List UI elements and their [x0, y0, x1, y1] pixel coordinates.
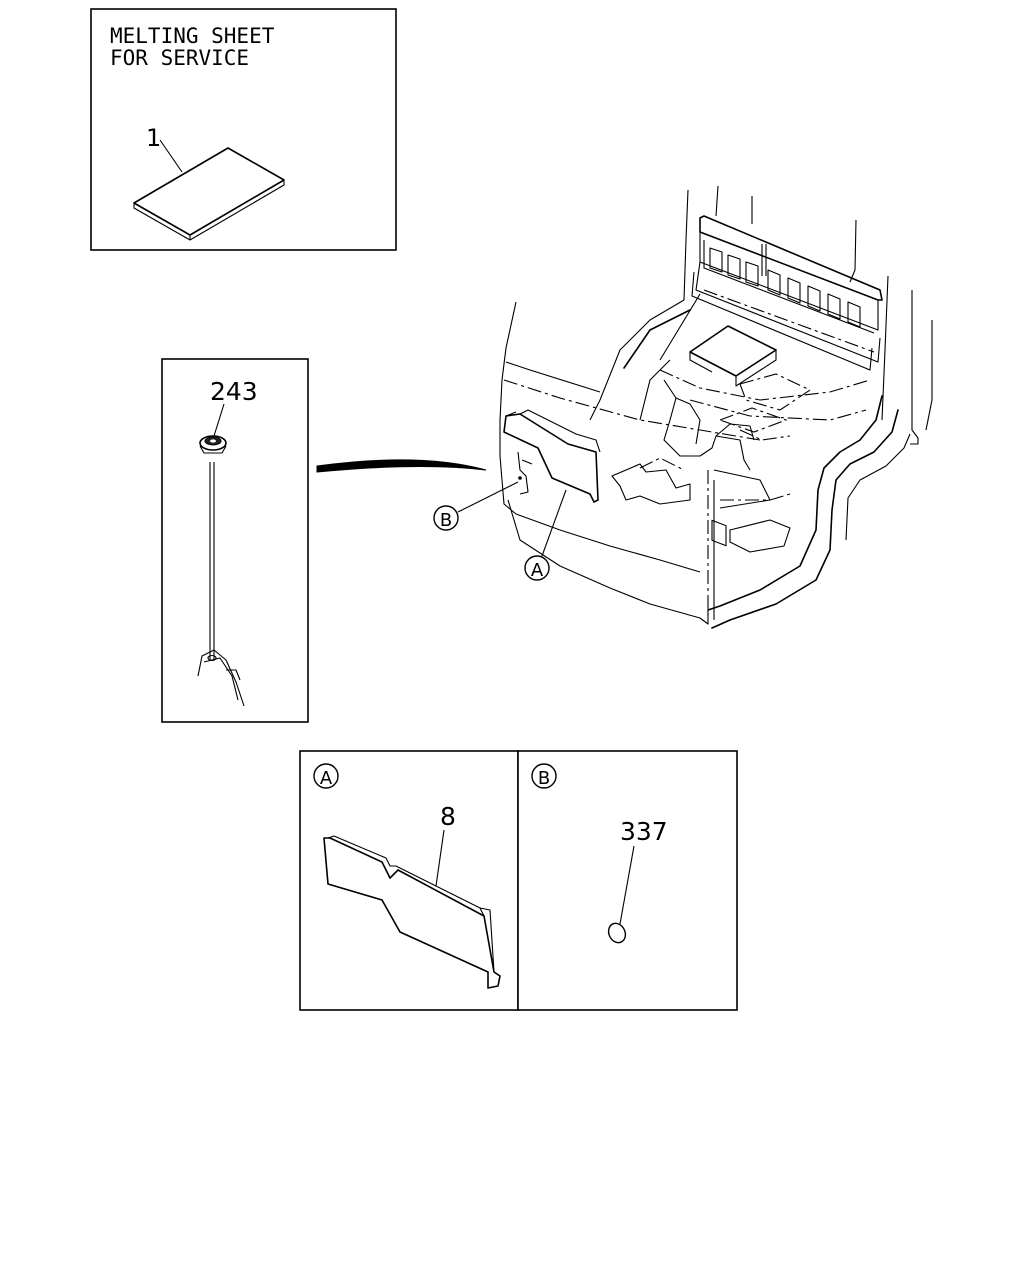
callout-8: 8 [440, 802, 456, 831]
cab-floor-main-view: B A [433, 185, 933, 629]
inset-melting-sheet-frame [90, 8, 397, 251]
svg-text:B: B [440, 510, 452, 531]
svg-text:A: A [531, 560, 544, 581]
callout-243: 243 [210, 377, 258, 406]
insulator-a-on-floor [503, 409, 601, 503]
leader-arrow [316, 459, 487, 473]
inset-title-line1: MELTING SHEET [110, 24, 275, 48]
svg-text:A: A [320, 768, 333, 789]
detail-b: B 337 [517, 750, 738, 1011]
insulator-part-8 [323, 835, 501, 989]
detail-a-frame [299, 750, 519, 1011]
callout-337: 337 [620, 817, 668, 846]
callout-1: 1 [146, 124, 161, 152]
detail-a-marker: A [313, 763, 339, 789]
inset-clip: 243 [161, 358, 309, 723]
marker-b-main: B [433, 481, 519, 531]
detail-b-marker: B [531, 763, 557, 789]
harness-line [197, 462, 245, 707]
inset-clip-frame [161, 358, 309, 723]
hole-b-on-floor [517, 451, 533, 495]
inset-title-line2: FOR SERVICE [110, 46, 249, 70]
plug-part-337 [607, 922, 627, 944]
svg-text:B: B [538, 768, 550, 789]
melting-sheet-part [133, 147, 285, 241]
marker-a-main: A [524, 489, 567, 581]
inset-melting-sheet: MELTING SHEET FOR SERVICE 1 [90, 8, 397, 251]
clip-part [199, 435, 227, 454]
detail-a: A 8 [299, 750, 519, 1011]
vent-slots [709, 244, 861, 547]
